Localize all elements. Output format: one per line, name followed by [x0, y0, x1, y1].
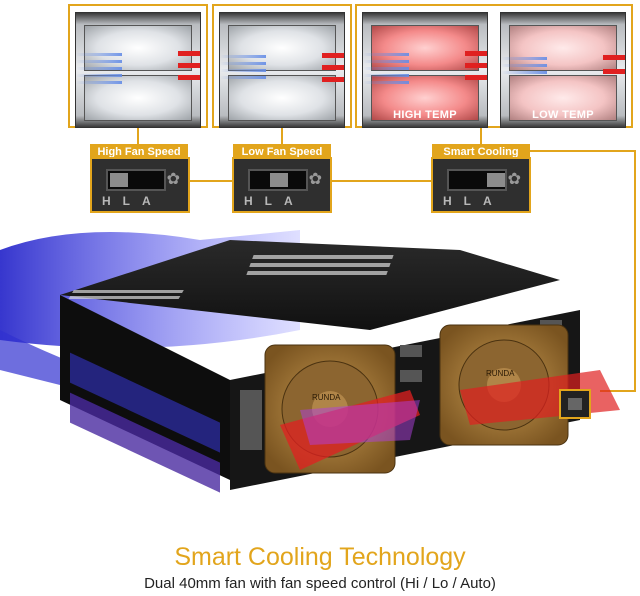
mode-label-low-fan: Low Fan Speed	[233, 144, 331, 161]
drive-bay-high-temp: HIGH TEMP	[362, 12, 488, 128]
enclosure-top	[60, 240, 560, 330]
connector-line	[281, 128, 283, 144]
connector-line	[634, 150, 636, 392]
caption-title: Smart Cooling Technology	[174, 543, 466, 571]
fan-brand-right: RUNDA	[486, 369, 515, 378]
switch-legend: HLA	[102, 194, 163, 208]
connector-line	[600, 390, 636, 392]
switch-legend: HLA	[244, 194, 305, 208]
high-temp-label: HIGH TEMP	[393, 109, 457, 121]
drive-bay-low-fan	[219, 12, 345, 128]
switch-legend: HLA	[443, 194, 504, 208]
low-temp-label: LOW TEMP	[532, 109, 594, 121]
connector-line	[137, 128, 139, 144]
low-fan-panel	[212, 4, 352, 128]
drive-enclosure-illustration: RUNDA RUNDA	[0, 230, 620, 493]
switch-high-position: ✿ HLA	[90, 157, 190, 213]
mode-label-smart-cooling: Smart Cooling	[432, 144, 530, 161]
drive-bay-low-temp: LOW TEMP	[500, 12, 626, 128]
connector-line	[332, 180, 432, 182]
caption-subtitle: Dual 40mm fan with fan speed control (Hi…	[144, 575, 496, 592]
smart-cooling-panel: HIGH TEMP LOW TEMP	[355, 4, 633, 128]
drive-bay-high-fan	[75, 12, 201, 128]
fan-icon: ✿	[166, 171, 180, 188]
fan-icon: ✿	[507, 171, 521, 188]
mode-label-high-fan: High Fan Speed	[90, 144, 188, 161]
switch-auto-position: ✿ HLA	[431, 157, 531, 213]
connector-line	[190, 180, 232, 182]
fan-icon: ✿	[308, 171, 322, 188]
switch-low-position: ✿ HLA	[232, 157, 332, 213]
connector-line	[530, 150, 636, 152]
connector-line	[480, 128, 482, 144]
fan-brand-left: RUNDA	[312, 393, 341, 402]
high-fan-panel	[68, 4, 208, 128]
